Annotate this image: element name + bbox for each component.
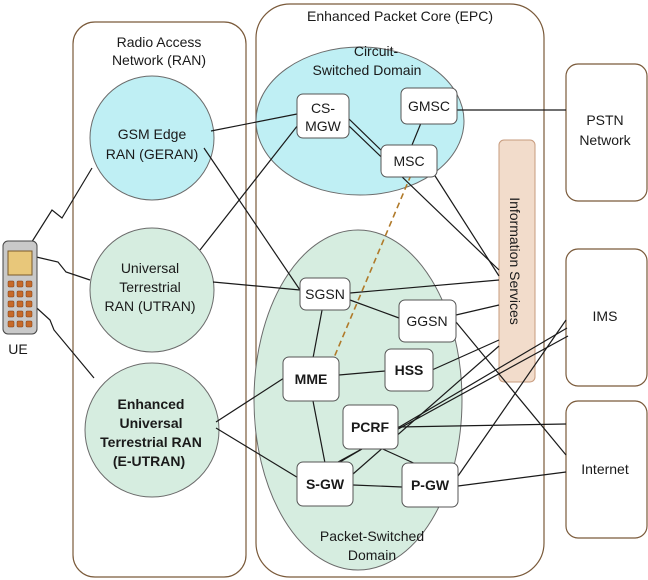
hss-label: HSS xyxy=(395,362,424,378)
geran-label-line1: GSM Edge xyxy=(118,126,187,142)
gmsc-label: GMSC xyxy=(408,98,450,114)
eutran-label-line2: Universal xyxy=(119,415,182,431)
pstn-label-line1: PSTN xyxy=(586,112,623,128)
ue-utran-link xyxy=(31,255,91,281)
information-services-label: Information Services xyxy=(507,197,523,325)
ue-geran-link xyxy=(27,167,93,249)
sgw-box xyxy=(296,461,354,507)
epc-title: Enhanced Packet Core (EPC) xyxy=(307,8,493,24)
hss-box xyxy=(384,348,434,392)
utran-label-line3: RAN (UTRAN) xyxy=(105,298,196,314)
sgsn-box xyxy=(299,277,351,311)
sgsn-info xyxy=(349,279,500,294)
hss-info xyxy=(431,339,500,371)
ims-box xyxy=(565,248,648,387)
pgw-box xyxy=(401,462,459,508)
pgw-internet xyxy=(457,471,567,487)
gmsc-box xyxy=(400,87,458,125)
internet-label: Internet xyxy=(581,461,629,477)
utran-circle xyxy=(89,227,215,353)
msc-label: MSC xyxy=(393,153,424,169)
ggsn-label: GGSN xyxy=(406,313,447,329)
pcrf-internet xyxy=(397,423,567,428)
eutran-label-line4: (E-UTRAN) xyxy=(113,453,185,469)
csmgw-info xyxy=(347,124,500,271)
geran-circle xyxy=(89,75,215,201)
pstn-box xyxy=(565,63,648,202)
ue-eutran-link xyxy=(27,299,95,379)
ran-title-line1: Radio Access xyxy=(117,34,202,50)
utran-label-line1: Universal xyxy=(121,260,179,276)
mobile-phone-icon xyxy=(2,240,38,335)
msc-box xyxy=(380,144,438,178)
pcrf-label: PCRF xyxy=(351,419,390,435)
mme-box xyxy=(282,356,340,402)
packet-domain-label-line2: Domain xyxy=(348,547,396,563)
pstn-label-line2: Network xyxy=(579,132,631,148)
mme-hss xyxy=(338,370,386,376)
utran-csmgw xyxy=(199,124,299,251)
geran-label-line2: RAN (GERAN) xyxy=(106,146,199,162)
csmgw-label-line2: MGW xyxy=(305,118,342,134)
sgw-label: S-GW xyxy=(306,476,345,492)
ims-label: IMS xyxy=(593,308,618,324)
csmgw-label-line1: CS- xyxy=(311,100,335,116)
connection-lines xyxy=(27,109,569,488)
csmgw-msc xyxy=(347,117,384,153)
internet-box xyxy=(565,400,648,539)
core-nodes xyxy=(282,87,459,508)
information-services-bar xyxy=(498,139,536,383)
eutran-mme xyxy=(215,377,285,423)
pgw-label: P-GW xyxy=(411,477,450,493)
msc-info xyxy=(429,167,500,277)
ggsn-box xyxy=(398,299,457,343)
sgw-pgw xyxy=(352,484,403,488)
sgw-info xyxy=(352,345,500,475)
sgsn-ggsn xyxy=(349,299,400,319)
mme-sgw xyxy=(312,400,326,464)
eutran-label-line3: Terrestrial RAN xyxy=(100,434,202,450)
circuit-domain-label-line1: Circuit- xyxy=(354,43,399,59)
circuit-domain-label-line2: Switched Domain xyxy=(313,62,422,78)
utran-label-line2: Terrestrial xyxy=(119,279,180,295)
csmgw-box xyxy=(296,93,350,139)
pcrf-box xyxy=(342,404,399,450)
eutran-label-line1: Enhanced xyxy=(118,396,185,412)
sgsn-label: SGSN xyxy=(305,286,345,302)
geran-sgsn xyxy=(203,147,301,291)
ran-title-line2: Network (RAN) xyxy=(112,52,206,68)
mme-msc-dashed-link xyxy=(332,174,412,361)
eutran-sgw xyxy=(215,427,301,480)
pgw-ims xyxy=(457,319,567,477)
msc-gmsc xyxy=(411,122,422,146)
geran-csmgw xyxy=(210,113,298,132)
ggsn-info xyxy=(455,304,500,316)
utran-sgsn xyxy=(212,281,301,291)
sgsn-mme xyxy=(312,304,324,359)
ue-label: UE xyxy=(8,341,27,357)
packet-domain-label-line1: Packet-Switched xyxy=(320,528,424,544)
mme-label: MME xyxy=(295,371,328,387)
ggsn-internet xyxy=(455,321,567,456)
